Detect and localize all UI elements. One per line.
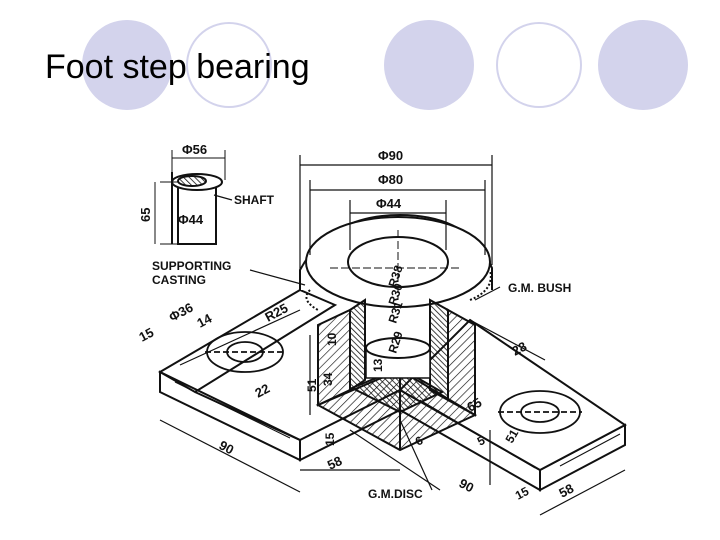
dim-l22: 22 [252, 381, 272, 401]
dim-r31: R31 [386, 299, 406, 325]
dim-d80: Φ80 [378, 172, 403, 187]
dim-l58-front: 58 [325, 453, 344, 473]
decor-circle-3 [598, 20, 688, 110]
dim-v65: 65 [464, 395, 484, 415]
label-gm-disc: G.M.DISC [368, 487, 423, 501]
label-shaft: SHAFT [234, 193, 275, 207]
dimension-lines [159, 155, 626, 516]
section-cut [315, 298, 478, 452]
dim-v13: 13 [371, 358, 385, 372]
shaft-detail [154, 150, 226, 245]
dim-r29: R29 [386, 329, 406, 355]
dim-r38: R38 [386, 263, 406, 289]
dim-v51: 51 [305, 378, 319, 392]
dim-w15-left: 15 [136, 325, 156, 345]
dim-w28: 28 [509, 339, 529, 359]
dim-d56: Φ56 [182, 142, 207, 157]
dim-l90-left: 90 [217, 437, 237, 457]
label-supporting: SUPPORTING [152, 259, 231, 273]
dim-w14: 14 [194, 310, 214, 330]
decor-ring-1 [186, 22, 272, 108]
dim-r30: R30 [386, 281, 406, 307]
dim-l90-right: 90 [457, 475, 477, 495]
right-hole [498, 390, 582, 434]
dim-v34: 34 [321, 372, 335, 386]
decor-ring-2 [496, 22, 582, 108]
page-title: Foot step bearing [45, 48, 310, 86]
dim-v15-right: 15 [513, 484, 532, 503]
label-casting: CASTING [152, 273, 206, 287]
dim-d90: Φ90 [378, 148, 403, 163]
casting-body [299, 213, 493, 311]
dim-h65-shaft: 65 [138, 208, 153, 222]
dim-d36: Φ36 [166, 300, 195, 325]
label-gm-bush: G.M. BUSH [508, 281, 571, 295]
decor-circle-2 [384, 20, 474, 110]
dim-v51-right: 51 [502, 427, 521, 446]
dim-v15-bottom: 15 [323, 432, 337, 446]
leader-lines [213, 194, 501, 491]
dim-d44-shaft: Φ44 [178, 212, 204, 227]
dim-d44: Φ44 [376, 196, 402, 211]
decor-circle-1 [82, 20, 172, 110]
dim-v10: 10 [325, 332, 339, 346]
dim-l58-right: 58 [556, 481, 576, 501]
